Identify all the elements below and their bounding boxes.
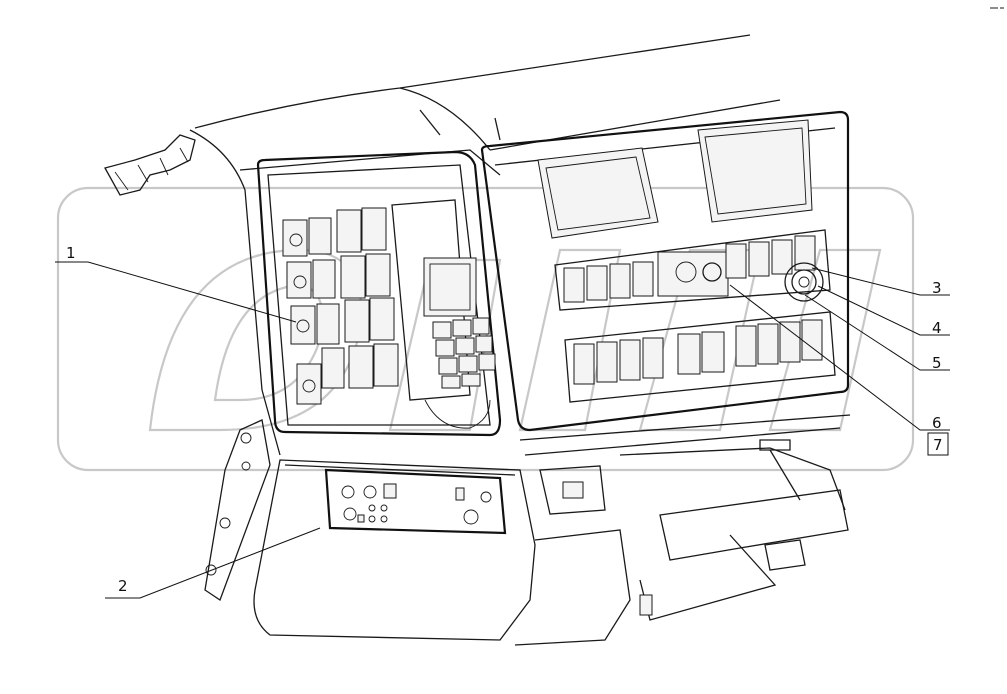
lower-console xyxy=(253,459,536,641)
rotary-knob xyxy=(784,262,824,302)
callout-7: 7 xyxy=(933,436,943,454)
watermark-logo xyxy=(56,186,915,472)
left-switch-panel xyxy=(256,150,502,437)
left-side-trim xyxy=(204,389,281,601)
callout-6: 6 xyxy=(932,414,942,432)
callout-1: 1 xyxy=(66,244,76,262)
callout-7-box xyxy=(927,432,949,456)
callout-3: 3 xyxy=(932,279,942,297)
left-bracket xyxy=(104,134,196,196)
callout-2: 2 xyxy=(118,577,128,595)
callout-4: 4 xyxy=(932,319,942,337)
right-main-panel xyxy=(480,110,850,432)
callout-5: 5 xyxy=(932,354,942,372)
right-lower-frame xyxy=(514,414,851,646)
dashboard-top-cover xyxy=(189,34,781,391)
callout-labels: 1 2 3 4 5 6 7 xyxy=(66,244,949,595)
leader-lines xyxy=(55,261,950,599)
